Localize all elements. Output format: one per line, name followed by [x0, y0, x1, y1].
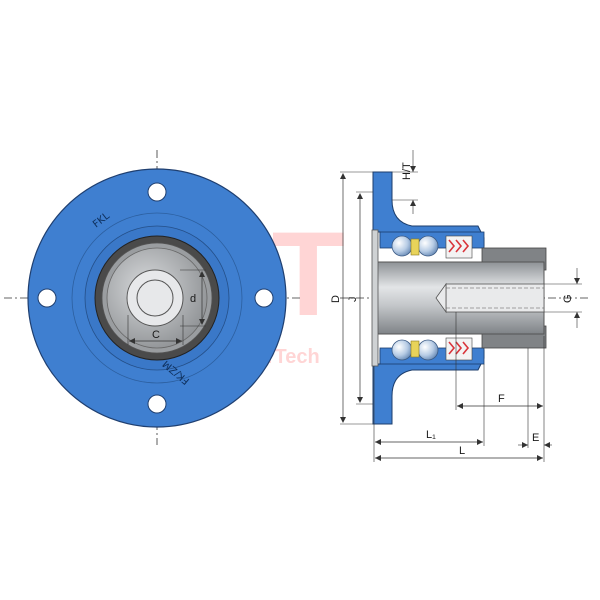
- bolt-hole-bottom: [147, 394, 167, 414]
- dim-d-label: d: [190, 293, 196, 305]
- dim-d: d: [180, 269, 206, 327]
- side-view: H/T D J G: [330, 150, 590, 462]
- threaded-bore: [445, 283, 545, 313]
- dim-J: J: [347, 191, 373, 405]
- dim-E: E: [518, 348, 552, 462]
- ball-1: [391, 235, 413, 257]
- dim-F-label: F: [498, 393, 505, 405]
- dim-L-label: L: [459, 445, 465, 457]
- cage-bottom: [410, 340, 420, 358]
- dim-D: D: [330, 171, 373, 425]
- dim-c-label: C: [152, 329, 160, 341]
- end-cap: [371, 229, 379, 367]
- bolt-hole-left: [37, 288, 57, 308]
- shaft-bore: [136, 279, 174, 317]
- flange-boss-ring: [71, 212, 243, 384]
- cage-top: [410, 238, 420, 256]
- seal-top: [445, 235, 473, 259]
- dim-G: G: [544, 268, 582, 328]
- dim-L1-label: L₁: [426, 429, 436, 441]
- dim-G-label: G: [562, 294, 574, 303]
- ball-3: [391, 339, 413, 361]
- dim-F: F: [455, 312, 545, 410]
- shaft-end: [126, 269, 184, 327]
- bolt-hole-top: [147, 182, 167, 202]
- dim-L: L: [375, 445, 543, 461]
- dim-J-label: J: [347, 297, 359, 303]
- dim-L1: L₁: [373, 364, 485, 462]
- dim-ht: H/T: [392, 150, 418, 214]
- front-view: d C FKL FK/ZM: [4, 150, 302, 445]
- dim-D-label: D: [330, 295, 342, 303]
- ball-4: [417, 339, 439, 361]
- ball-2: [417, 235, 439, 257]
- seal-bottom: [445, 337, 473, 361]
- dim-ht-label: H/T: [401, 162, 413, 180]
- dim-c: C: [127, 315, 184, 345]
- bolt-hole-right: [254, 288, 274, 308]
- dim-E-label: E: [532, 432, 539, 444]
